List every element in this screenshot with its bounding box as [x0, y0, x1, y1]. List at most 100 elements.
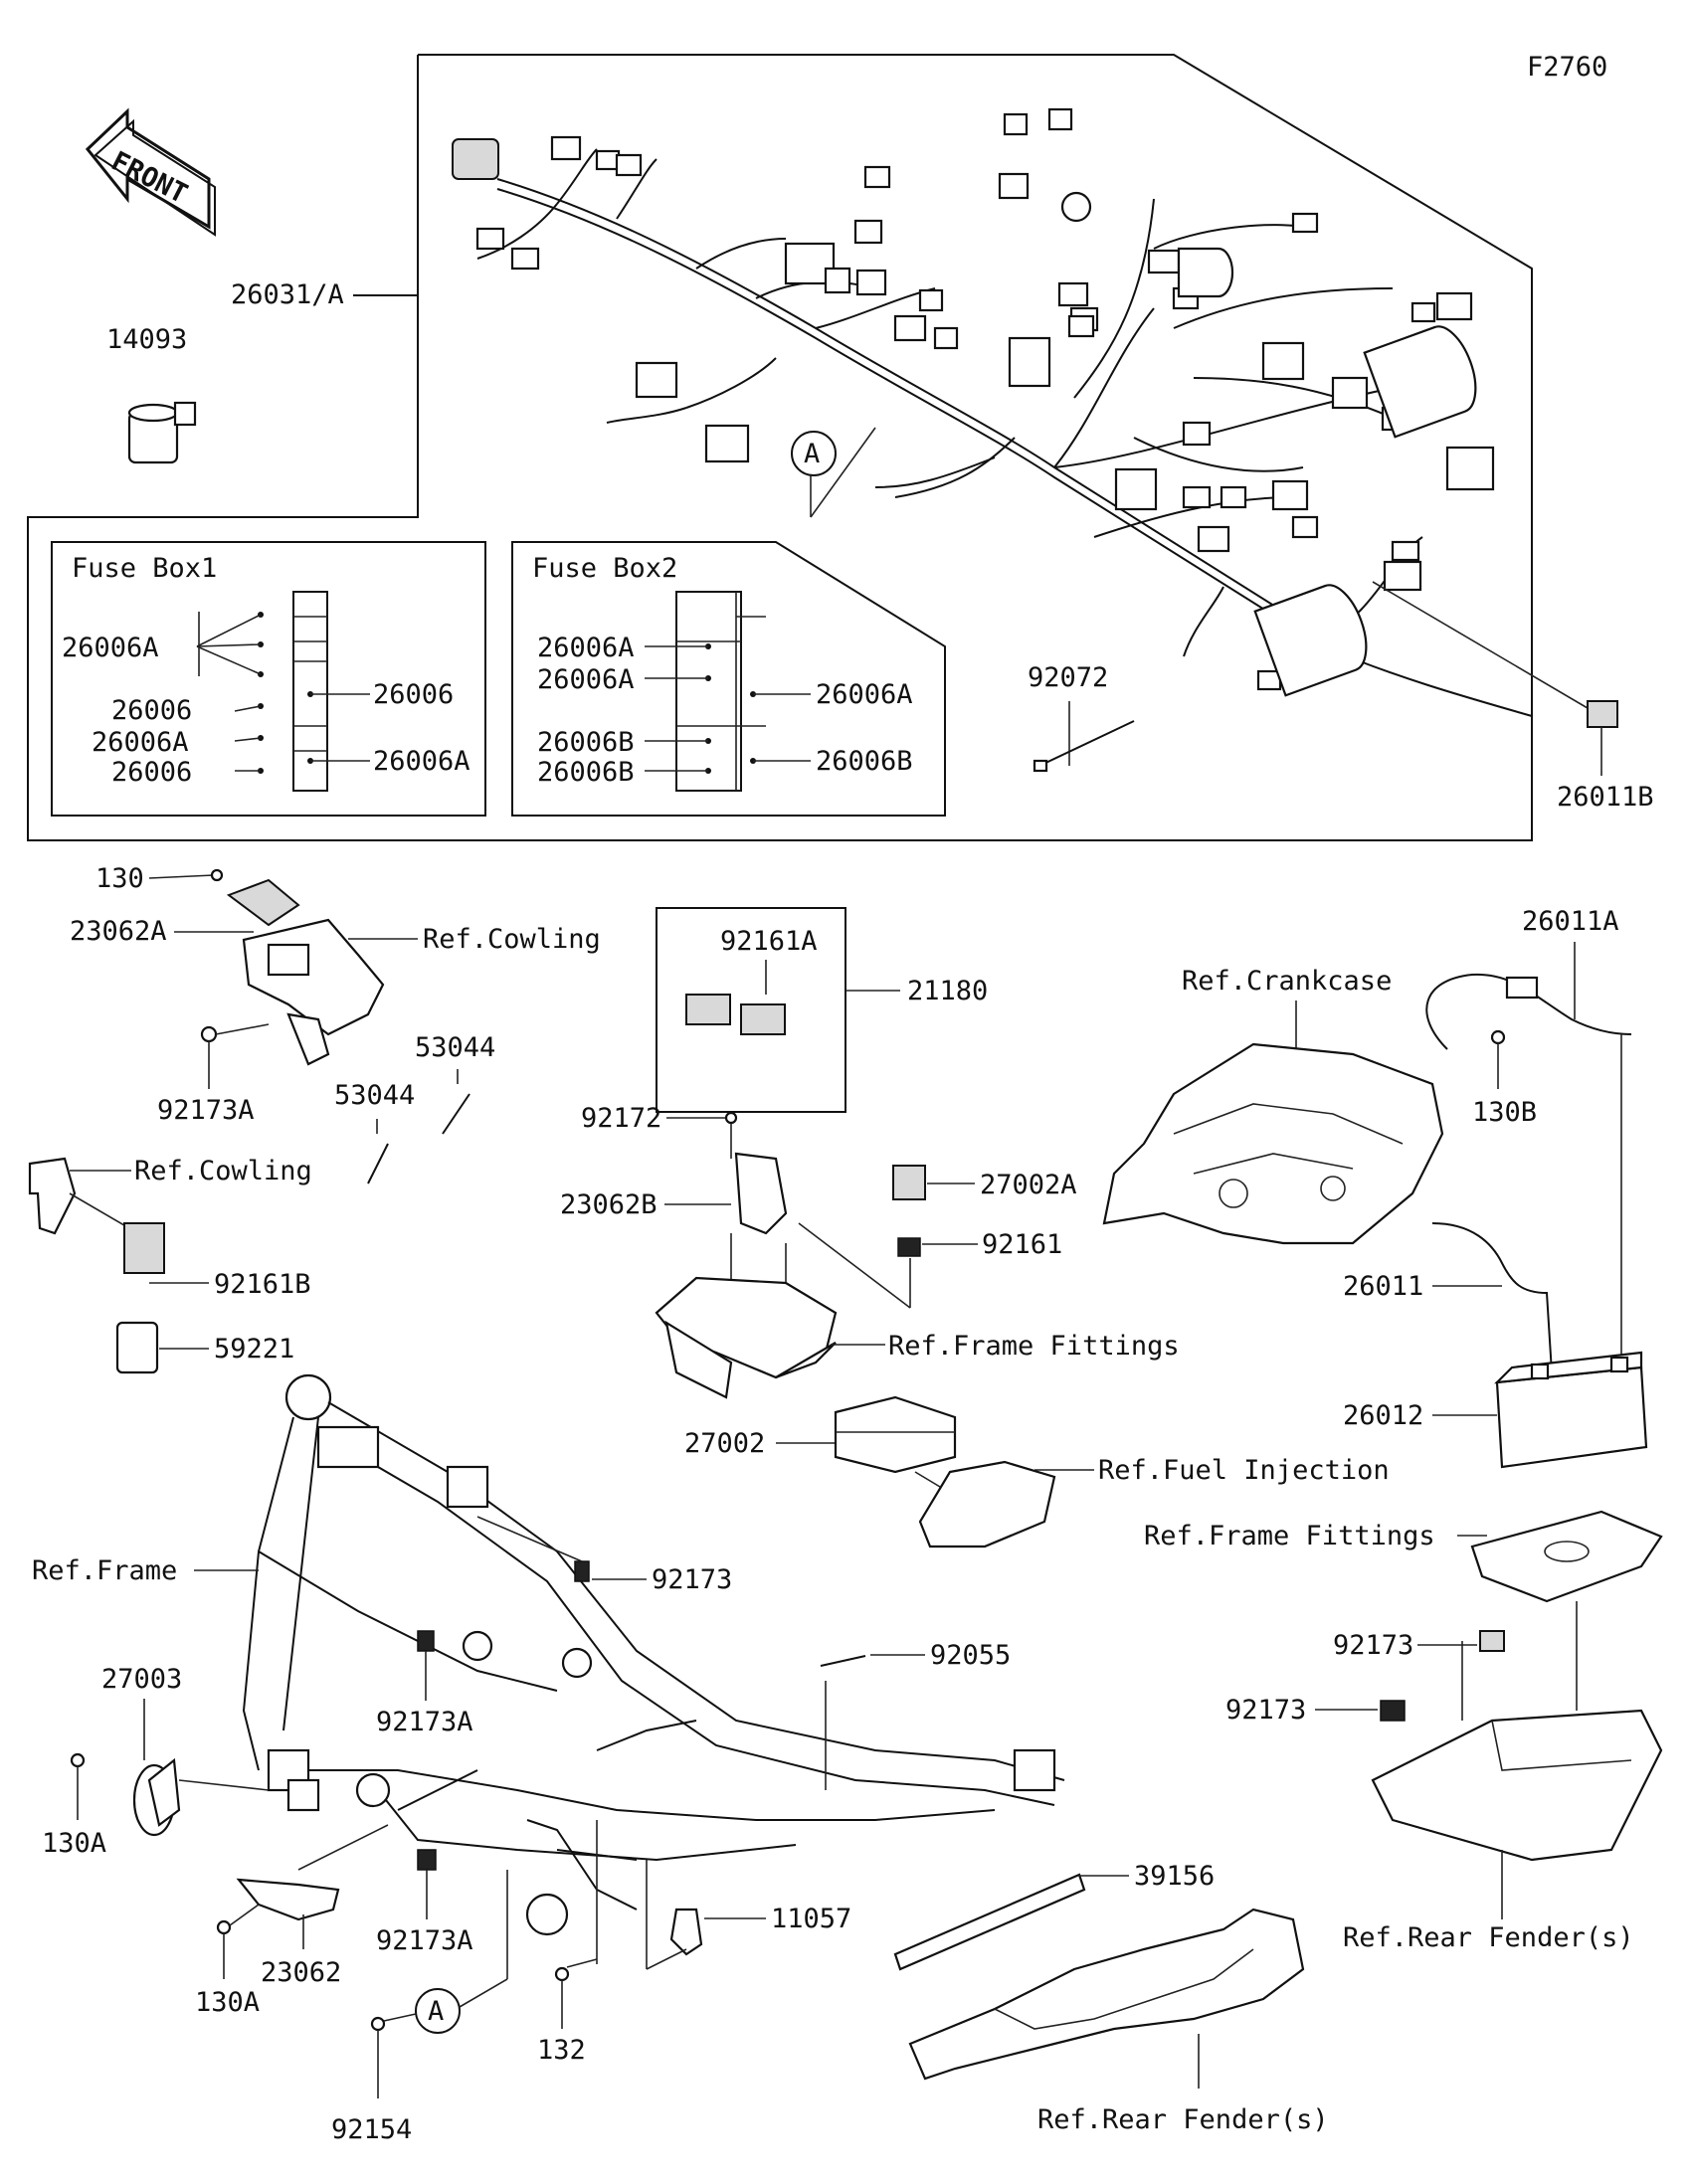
part-39156-label: 39156: [1134, 1861, 1215, 1892]
fuse-box1-label-3: 26006A: [92, 727, 189, 758]
callout-a-top-label: A: [804, 439, 820, 469]
part-53044-b-label: 53044: [334, 1080, 415, 1111]
relay-icon-b: [740, 1003, 786, 1035]
ref-frame-fittings-2-label: Ref.Frame Fittings: [1144, 1521, 1435, 1551]
battery-icon: [1494, 1351, 1648, 1469]
clip-92173a-mid-icon: [417, 1630, 435, 1652]
tray-clip-b-icon: [1380, 1700, 1406, 1722]
part-27003-label: 27003: [101, 1664, 182, 1695]
part-92173-tray-b-label: 92173: [1225, 1695, 1306, 1726]
harness-group-frame: [27, 54, 1533, 841]
tray-frame-fittings-icon: [655, 1276, 838, 1399]
frame-icon: [242, 1373, 1065, 1936]
callout-a-bottom-label: A: [428, 1996, 444, 2027]
part-23062-label: 23062: [261, 1957, 341, 1988]
fuse-box2-label-4: 26006B: [537, 757, 635, 788]
part-26011a-label: 26011A: [1522, 906, 1619, 937]
band-92055-icon: [820, 1655, 866, 1667]
part-130b-label: 130B: [1472, 1097, 1537, 1128]
fuse-box1-label-1: 26006A: [62, 633, 159, 663]
ref-cowling-2-label: Ref.Cowling: [134, 1156, 312, 1186]
fuse-box2-label-5: 26006A: [816, 679, 913, 710]
part-27002a-label: 27002A: [980, 1170, 1077, 1200]
pad-icon: [1470, 1510, 1663, 1603]
callout-a-bottom: [415, 1988, 461, 2034]
part-14093-icon: [127, 401, 197, 464]
part-59221-icon: [115, 1321, 159, 1374]
part-26011b-label: 26011B: [1557, 782, 1654, 813]
part-59221-label: 59221: [214, 1334, 294, 1365]
rear-fender-icon: [908, 1908, 1305, 2081]
part-26012-label: 26012: [1343, 1400, 1423, 1431]
part-92173-frame-label: 92173: [652, 1564, 732, 1595]
wire-harness: [452, 107, 1533, 717]
fuse-box2-label-2: 26006A: [537, 664, 635, 695]
part-14093-label: 14093: [106, 324, 187, 355]
callout-a-top: [791, 431, 837, 476]
fuse-box2-label-1: 26006A: [537, 633, 635, 663]
part-26011b-icon: [1587, 700, 1618, 728]
bracket-23062b-icon: [734, 1152, 788, 1235]
part-92173-tray-a-label: 92173: [1333, 1630, 1413, 1661]
part-132-label: 132: [537, 2035, 586, 2066]
clip-92173-frame-icon: [574, 1560, 590, 1582]
ecu-icon: [834, 1395, 957, 1474]
fuse-box1-label-6: 26006A: [373, 746, 470, 777]
part-92161b-label: 92161B: [214, 1269, 311, 1300]
ref-cowling-1-label: Ref.Cowling: [423, 924, 601, 955]
fuse-box1-label-4: 26006: [111, 757, 192, 788]
front-arrow-icon: FRONT: [85, 107, 216, 237]
fuse-box2-title: Fuse Box2: [532, 553, 677, 584]
relay-icon-a: [685, 994, 731, 1025]
band-icon-b: [367, 1143, 389, 1184]
ref-frame-fittings-1-label: Ref.Frame Fittings: [888, 1331, 1180, 1362]
fuse-box2-label-6: 26006B: [816, 746, 913, 777]
part-92161-icon: [897, 1237, 921, 1257]
ref-rear-fender-2-label: Ref.Rear Fender(s): [1037, 2104, 1329, 2135]
cowling-clip-icon: [28, 1157, 77, 1235]
cable-26011-icon: [1431, 1222, 1553, 1373]
part-23062a-label: 23062A: [70, 916, 167, 947]
part-92055-label: 92055: [930, 1640, 1011, 1671]
part-92173a-low-label: 92173A: [376, 1925, 473, 1956]
fuse-box2-label-3: 26006B: [537, 727, 635, 758]
part-27002a-icon: [892, 1165, 926, 1200]
fuse-box1-title: Fuse Box1: [72, 553, 217, 584]
part-23062b-label: 23062B: [560, 1189, 658, 1220]
part-11057-label: 11057: [771, 1904, 851, 1934]
part-92072-label: 92072: [1028, 662, 1108, 693]
relay-group-box: [656, 907, 846, 1113]
part-21180-label: 21180: [907, 976, 988, 1006]
tray-clip-a-icon: [1479, 1630, 1505, 1652]
part-27002-label: 27002: [684, 1428, 765, 1459]
connector-main: [452, 138, 499, 180]
ecu-holder-icon: [918, 1460, 1056, 1548]
crankcase-icon: [1102, 1042, 1444, 1245]
tie-icon: [1038, 720, 1135, 767]
part-92161-label: 92161: [982, 1229, 1062, 1260]
part-92161b-icon: [123, 1222, 165, 1274]
ref-crankcase-label: Ref.Crankcase: [1182, 966, 1392, 997]
part-92173a-mid-label: 92173A: [376, 1707, 473, 1737]
part-92173a-top-label: 92173A: [157, 1095, 255, 1126]
part-130a-left-label: 130A: [42, 1828, 106, 1859]
battery-tray-icon: [1371, 1641, 1663, 1862]
ref-frame-label: Ref.Frame: [32, 1555, 177, 1586]
fuse-box1-label-2: 26006: [111, 695, 192, 726]
bracket-23062-icon: [236, 1878, 340, 1921]
fuse-box1-label-5: 26006: [373, 679, 454, 710]
part-53044-a-label: 53044: [415, 1032, 495, 1063]
fuse-box1: Fuse Box1 26006A 26006 26006A 26006 2600…: [51, 541, 486, 817]
clip-92173a-low-icon: [417, 1849, 437, 1871]
horn-icon: [132, 1757, 181, 1837]
part-130-label: 130: [95, 863, 144, 894]
cowling-bracket-icon: [226, 878, 385, 1066]
part-26011-label: 26011: [1343, 1271, 1423, 1302]
band-icon-a: [442, 1093, 470, 1135]
part-92172-label: 92172: [581, 1103, 661, 1134]
figure-code: F2760: [1527, 52, 1607, 83]
ref-fuel-injection-label: Ref.Fuel Injection: [1098, 1455, 1390, 1486]
part-92161a-label: 92161A: [720, 926, 818, 957]
